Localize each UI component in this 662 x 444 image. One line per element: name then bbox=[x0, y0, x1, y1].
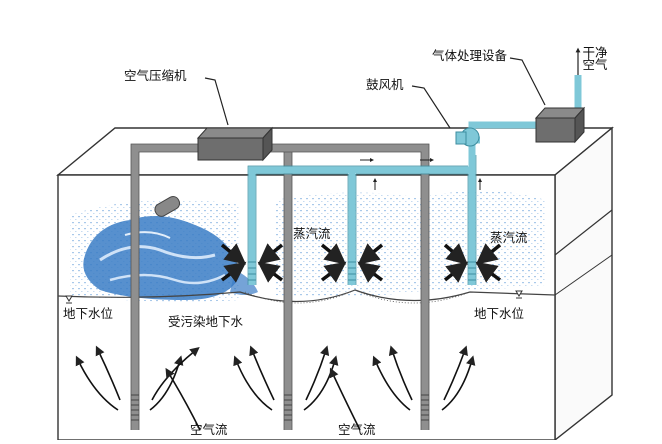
plume-swirl-3 bbox=[124, 231, 171, 239]
buried-tank bbox=[154, 196, 181, 217]
depression-cone bbox=[244, 289, 471, 304]
extraction-pipe-outlines bbox=[247, 155, 477, 285]
plume-body bbox=[83, 216, 240, 300]
vapor-flow-right-label: 蒸汽流 bbox=[490, 230, 528, 245]
extraction-screens bbox=[248, 261, 476, 281]
air-flow-arrows bbox=[75, 345, 476, 431]
water-table-left-label: 地下水位 bbox=[63, 306, 114, 321]
air-flow-right-label: 空气流 bbox=[338, 422, 376, 437]
leader-lines bbox=[204, 47, 581, 129]
water-line-side bbox=[554, 254, 613, 296]
air-compressor-label: 空气压缩机 bbox=[124, 68, 187, 83]
blower-unit bbox=[455, 127, 480, 147]
strata-line-side bbox=[554, 209, 613, 256]
blower-label: 鼓风机 bbox=[366, 77, 404, 92]
water-table-right-label: 地下水位 bbox=[474, 306, 525, 321]
clean-air-label: 干净空气 bbox=[582, 45, 608, 72]
block-right-face bbox=[554, 126, 613, 442]
water-table-marker-left bbox=[65, 295, 73, 302]
air-flow-left-label: 空气流 bbox=[190, 422, 228, 437]
contaminated-groundwater-label: 受污染地下水 bbox=[168, 314, 244, 329]
plume-swirl-2 bbox=[109, 273, 226, 285]
pipe-flow-arrows bbox=[360, 158, 482, 190]
vapor-flow-arrows bbox=[220, 243, 502, 283]
gas-treatment-label: 气体处理设备 bbox=[432, 48, 508, 63]
air-injection-pipes bbox=[131, 144, 429, 430]
vapor-flow-mid-label: 蒸汽流 bbox=[293, 226, 331, 241]
gas-treatment-unit bbox=[534, 106, 586, 144]
water-table-marker-right bbox=[515, 290, 523, 297]
air-pipe-outlines bbox=[130, 143, 430, 430]
air-compressor-unit bbox=[196, 126, 274, 162]
plume-swirl-1 bbox=[99, 245, 216, 262]
well-screens bbox=[131, 394, 429, 421]
